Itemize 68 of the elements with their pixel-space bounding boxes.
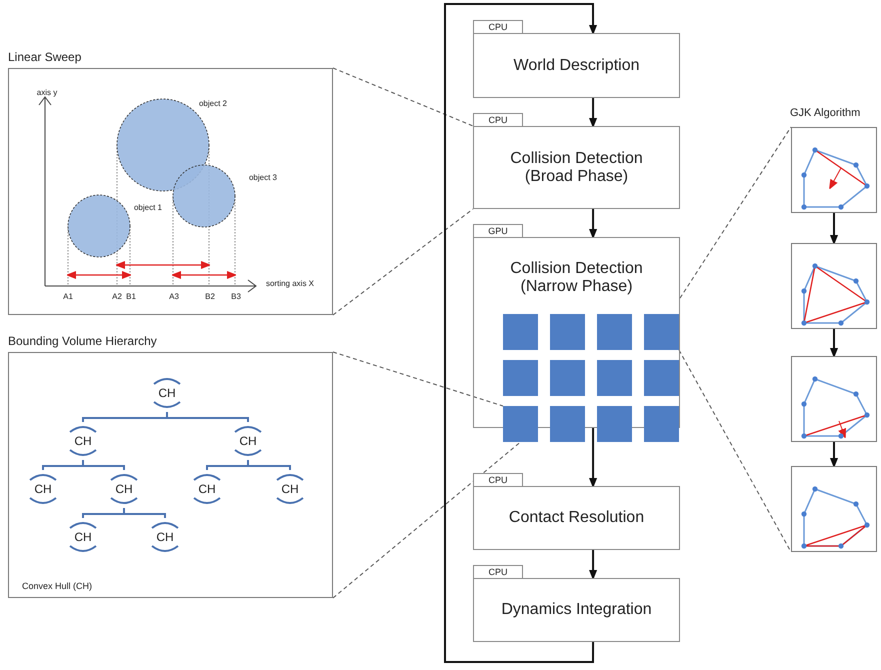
gpu-block <box>550 314 585 350</box>
zoom-leader-line <box>332 68 474 126</box>
axis-annotation: object 2 <box>198 99 228 109</box>
tree-link <box>123 508 166 518</box>
gpu-block <box>644 314 679 350</box>
gpu-block <box>644 406 679 442</box>
tick-label: B3 <box>231 292 241 302</box>
gjk-step-panel <box>791 466 877 552</box>
axis-annotation: object 1 <box>134 203 162 213</box>
processor-tab: GPU <box>473 224 523 238</box>
hull-label: CH <box>156 530 174 544</box>
gpu-block <box>644 360 679 396</box>
panel-heading: Bounding Volume Hierarchy <box>8 334 157 348</box>
panel-heading: GJK Algorithm <box>790 107 860 119</box>
flow-arrow <box>589 428 598 488</box>
flow-arrow <box>589 550 598 580</box>
processor-tab: CPU <box>473 20 523 34</box>
gpu-block <box>503 360 538 396</box>
flow-arrow <box>444 3 598 663</box>
gpu-block <box>597 314 632 350</box>
tree-link <box>82 460 125 470</box>
flow-arrow <box>589 98 598 128</box>
hull-label: CH <box>74 530 92 544</box>
processor-tab: CPU <box>473 113 523 127</box>
tick-label: A1 <box>63 292 73 302</box>
zoom-leader-line <box>332 352 504 406</box>
zoom-leader-line <box>332 442 521 598</box>
processor-tab: CPU <box>473 565 523 579</box>
panel-note: Convex Hull (CH) <box>22 581 92 591</box>
zoom-leader-line <box>332 208 474 316</box>
process-title: Dynamics Integration <box>500 601 653 619</box>
tick-label: B1 <box>126 292 136 302</box>
gpu-block <box>550 406 585 442</box>
hull-label: CH <box>198 482 216 496</box>
panel-heading: Linear Sweep <box>8 50 82 64</box>
flow-arrow <box>830 329 838 358</box>
gpu-block <box>597 360 632 396</box>
zoom-leader-line <box>680 126 792 299</box>
tick-label: A2 <box>112 292 122 302</box>
tick-label: A3 <box>169 292 179 302</box>
hull-label: CH <box>74 434 92 448</box>
hull-label: CH <box>34 482 52 496</box>
hull-label: CH <box>281 482 299 496</box>
hull-label: CH <box>158 386 176 400</box>
gjk-step-panel <box>791 356 877 442</box>
process-title: Collision Detection (Narrow Phase) <box>509 260 644 296</box>
flow-arrow <box>830 442 838 468</box>
tree-link <box>247 460 291 470</box>
hull-label: CH <box>115 482 133 496</box>
zoom-leader-line <box>678 350 792 552</box>
process-title: Collision Detection (Broad Phase) <box>509 150 644 186</box>
gjk-step-panel <box>791 243 877 329</box>
tick-label: B2 <box>205 292 215 302</box>
axis-annotation: object 3 <box>248 173 278 183</box>
processor-tab: CPU <box>473 473 523 487</box>
process-title: World Description <box>512 56 640 74</box>
flow-arrow <box>589 209 598 238</box>
gpu-block <box>550 360 585 396</box>
gpu-block <box>597 406 632 442</box>
axis-annotation: axis y <box>36 88 58 98</box>
process-title: Contact Resolution <box>508 509 646 527</box>
gjk-step-panel <box>791 127 877 213</box>
gpu-block <box>503 406 538 442</box>
axis-annotation: sorting axis X <box>266 279 314 289</box>
gpu-block <box>503 314 538 350</box>
hull-label: CH <box>239 434 257 448</box>
flow-arrow <box>830 213 838 244</box>
tree-link <box>166 412 249 422</box>
